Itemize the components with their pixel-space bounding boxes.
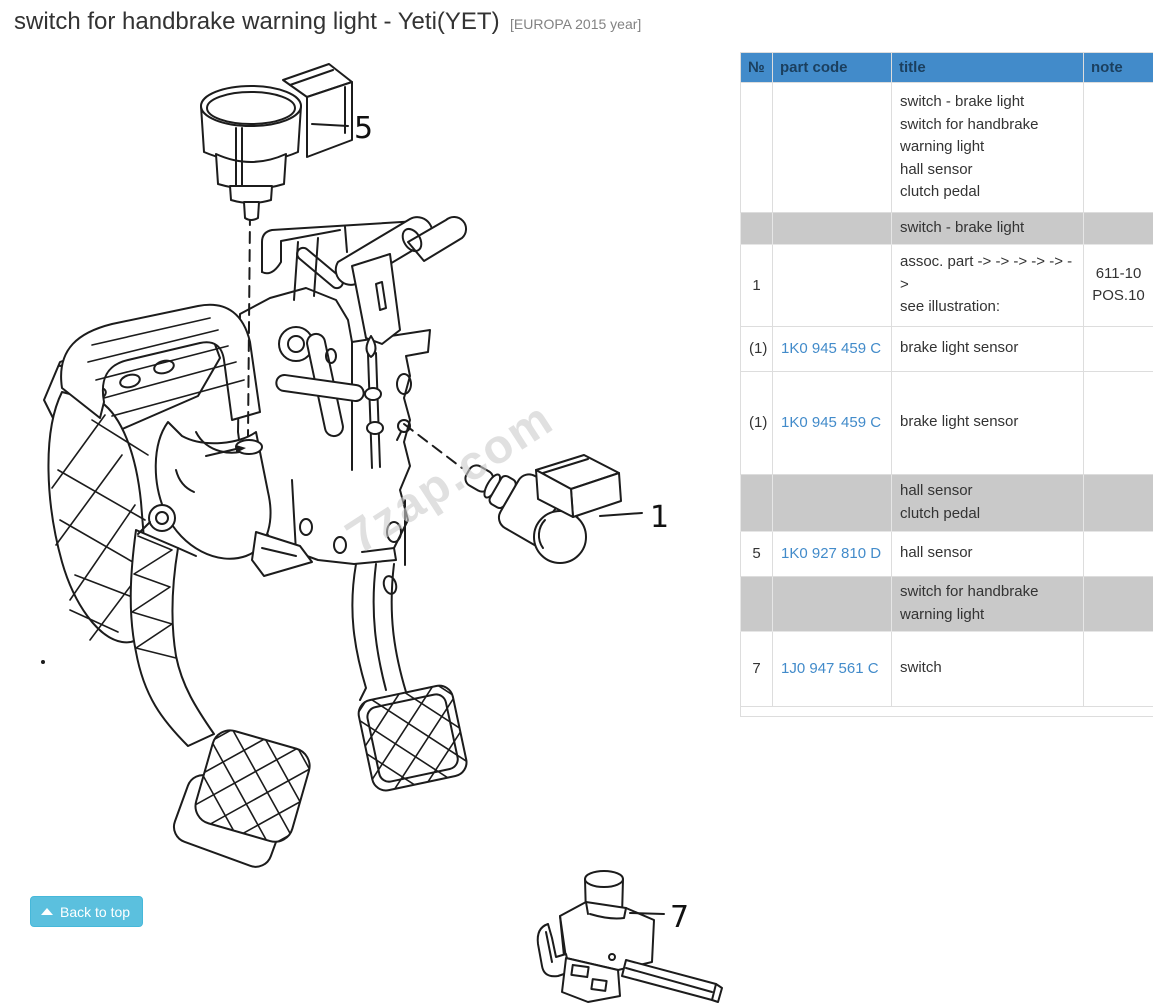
cell-title: hall sensor: [891, 530, 1084, 577]
page-header: switch for handbrake warning light - Yet…: [14, 8, 641, 36]
callout-5: 5: [311, 111, 373, 146]
cell-note: [1083, 325, 1153, 372]
part-code-link[interactable]: 1K0 945 459 C: [781, 340, 882, 357]
cell-note: [1083, 530, 1153, 577]
table-row: 5 1K0 927 810 D hall sensor: [740, 530, 1153, 577]
cell-title: assoc. part -> -> -> -> -> ->see illustr…: [891, 243, 1084, 327]
table-row: (1) 1K0 945 459 C brake light sensor: [740, 325, 1153, 372]
table-row: switch - brake light: [740, 212, 1153, 245]
cell-num: 5: [740, 530, 773, 577]
cell-num: 1: [740, 243, 773, 327]
callout-1: 1: [599, 500, 669, 535]
pedal-assembly-drawing: [43, 215, 470, 868]
cell-part-code: [772, 243, 892, 327]
callout-1-leader: [599, 512, 643, 517]
part-code-link[interactable]: 1K0 927 810 D: [781, 545, 882, 562]
cell-part-code: [772, 212, 892, 245]
cell-note: [1083, 630, 1153, 707]
table-row: (1) 1K0 945 459 C brake light sensor: [740, 370, 1153, 475]
table-body: switch - brake light switch for handbrake…: [740, 82, 1153, 707]
cell-num: (1): [740, 370, 773, 475]
cell-num: [740, 473, 773, 532]
part-code-link[interactable]: 1J0 947 561 C: [781, 660, 879, 677]
cell-part-code: 1K0 945 459 C: [772, 370, 892, 475]
brake-pedal-pad: [356, 683, 470, 794]
cell-num: 7: [740, 630, 773, 707]
column-header-1: part code: [772, 52, 892, 83]
column-header-3: note: [1083, 52, 1153, 83]
cell-title: brake light sensor: [891, 325, 1084, 372]
cell-num: (1): [740, 325, 773, 372]
cell-part-code: 1K0 945 459 C: [772, 325, 892, 372]
cell-title: switch: [891, 630, 1084, 707]
cell-part-code: [772, 473, 892, 532]
part-code-link[interactable]: 1K0 945 459 C: [781, 414, 882, 431]
cell-note: [1083, 212, 1153, 245]
callout-7-label: 7: [670, 900, 689, 935]
callout-7-leader: [629, 912, 665, 915]
callout-7: 7: [629, 900, 689, 935]
cell-note: [1083, 82, 1153, 213]
clutch-pedal-pad: [191, 726, 314, 846]
cell-num: [740, 212, 773, 245]
cell-part-code: [772, 82, 892, 213]
callout-1-label: 1: [650, 500, 669, 535]
part-1-drawing: [403, 423, 622, 564]
cell-part-code: [772, 575, 892, 632]
cell-part-code: 1K0 927 810 D: [772, 530, 892, 577]
table-footer-row: [740, 705, 1153, 717]
chevron-up-icon: [41, 908, 53, 915]
table-footer-cell: [740, 705, 1153, 717]
callout-5-leader: [311, 123, 349, 127]
cell-title: switch - brake light: [891, 212, 1084, 245]
stray-dot: [41, 660, 45, 664]
cell-title: brake light sensor: [891, 370, 1084, 475]
cell-num: [740, 82, 773, 213]
callout-5-label: 5: [354, 111, 373, 146]
part-5-drawing: [200, 63, 353, 437]
cell-num: [740, 575, 773, 632]
column-header-2: title: [891, 52, 1084, 83]
parts-diagram: 5 1 7 7zap.com: [41, 63, 723, 1003]
column-header-0: №: [740, 52, 773, 83]
back-to-top-button[interactable]: Back to top: [30, 896, 144, 927]
cell-note: [1083, 575, 1153, 632]
cell-note: [1083, 473, 1153, 532]
table-row: 1 assoc. part -> -> -> -> -> ->see illust…: [740, 243, 1153, 327]
table-row: 7 1J0 947 561 C switch: [740, 630, 1153, 707]
page-title: switch for handbrake warning light - Yet…: [14, 8, 500, 35]
cell-part-code: 1J0 947 561 C: [772, 630, 892, 707]
part-7-drawing: [536, 870, 723, 1003]
cell-note: [1083, 370, 1153, 475]
back-to-top-label: Back to top: [60, 903, 131, 920]
page-subtitle-year: [EUROPA 2015 year]: [510, 16, 642, 32]
